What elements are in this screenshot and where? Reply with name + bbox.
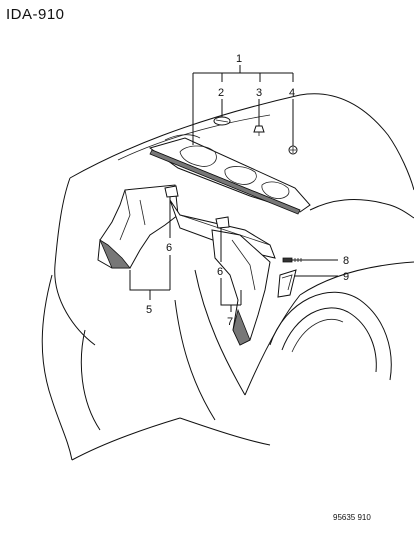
callout-9: 9 xyxy=(343,271,349,283)
diagram-code: IDA-910 xyxy=(6,6,65,23)
callout-5: 5 xyxy=(146,304,152,316)
car-body-outline xyxy=(41,93,414,461)
callout-6-right: 6 xyxy=(217,266,223,278)
clip-parts xyxy=(213,116,298,155)
callout-4: 4 xyxy=(289,87,295,99)
callout-1: 1 xyxy=(236,53,242,65)
callout-6-left: 6 xyxy=(166,242,172,254)
callout-7: 7 xyxy=(227,316,233,328)
right-side-trim xyxy=(211,216,271,346)
callout-3: 3 xyxy=(256,87,262,99)
callout-8: 8 xyxy=(343,255,349,267)
callout-labels: 1 2 3 4 5 6 6 7 8 9 xyxy=(146,53,349,328)
callout-2: 2 xyxy=(218,87,224,99)
figure-number: 95635 910 xyxy=(333,513,371,522)
screw-part xyxy=(282,257,306,263)
package-tray xyxy=(148,134,311,215)
retainer-clip-part xyxy=(277,269,297,298)
leader-lines xyxy=(129,65,338,312)
